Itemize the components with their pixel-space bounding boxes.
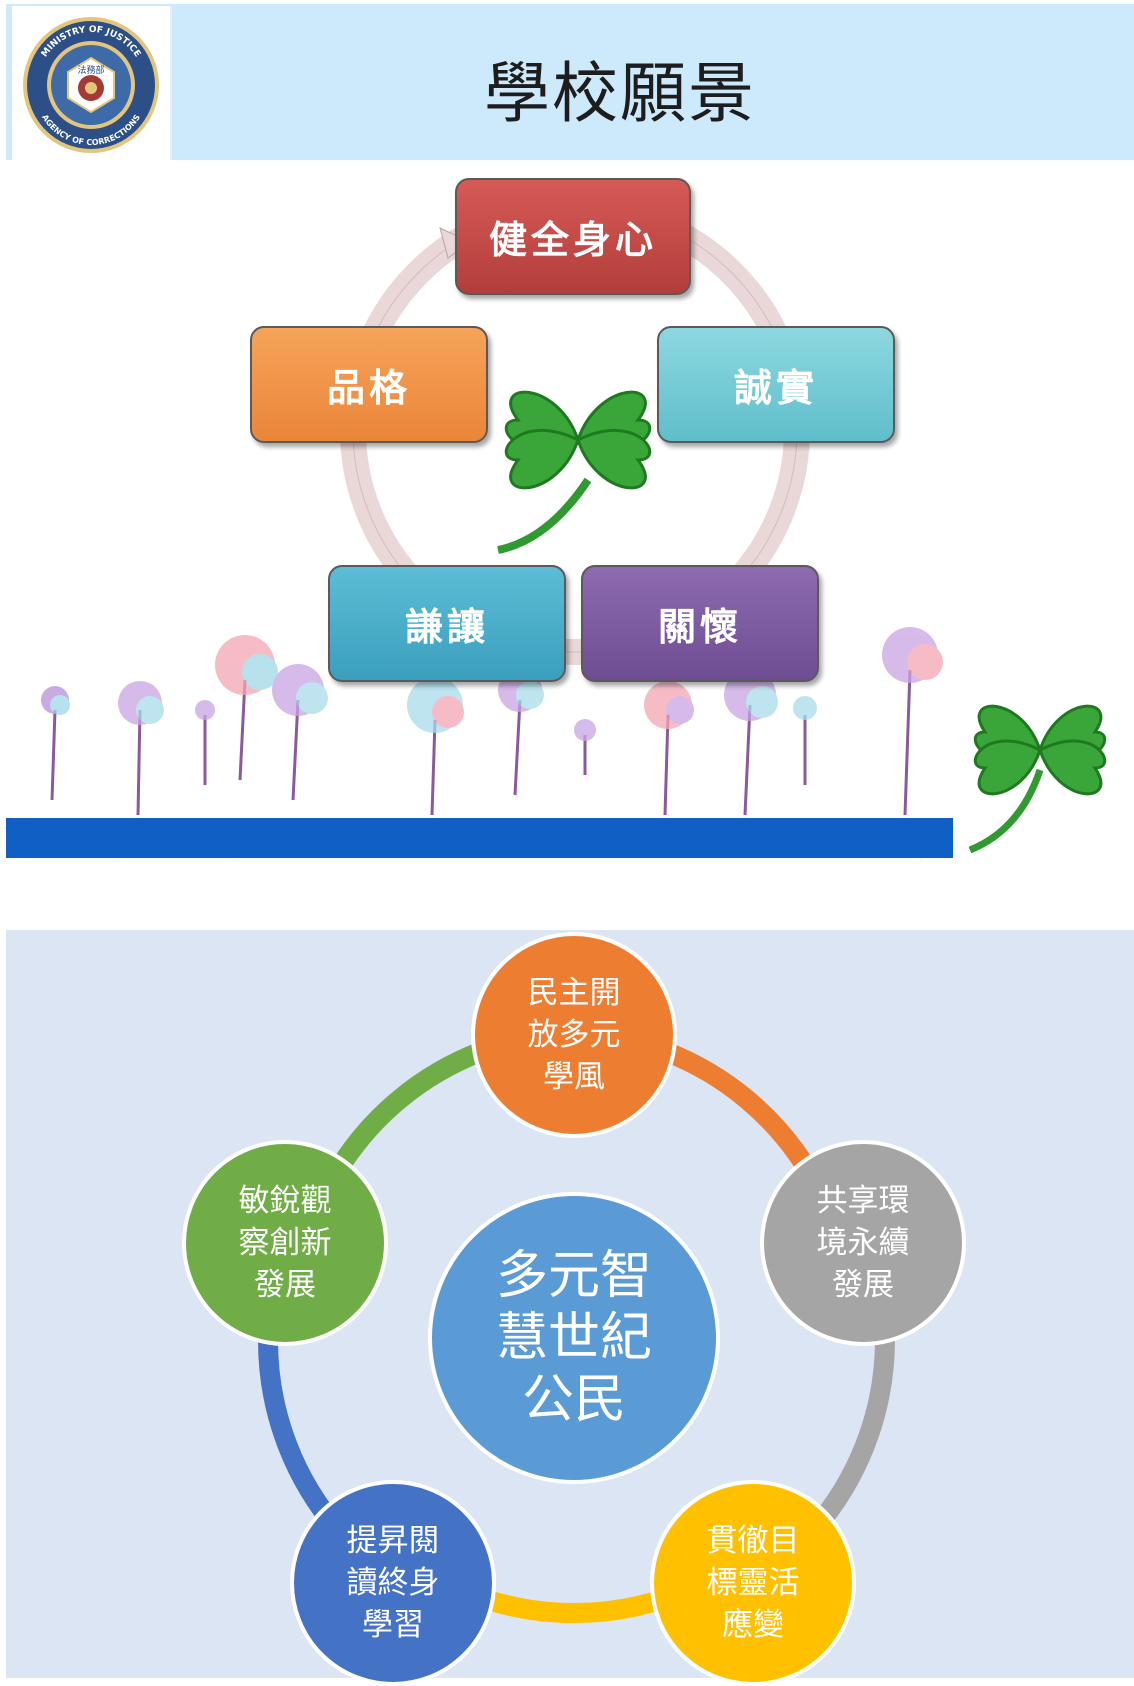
flower-row <box>41 627 943 816</box>
blue-divider-band <box>6 818 953 858</box>
cycle-box-care: 關懷 <box>581 565 819 682</box>
cycle-label-honesty: 誠實 <box>733 365 818 410</box>
cycle-label-modesty: 謙讓 <box>404 604 489 649</box>
vision-node-democracy: 民主開 放多元 學風 <box>471 932 677 1138</box>
vision-node-adaptability: 貫徹目 標靈活 應變 <box>650 1480 856 1686</box>
vision-node-lifelong-reading: 提昇閱 讀終身 學習 <box>290 1480 496 1686</box>
cycle-label-care: 關懷 <box>657 604 742 649</box>
cycle-box-character: 品格 <box>250 326 488 443</box>
clover-center <box>497 390 652 554</box>
cycle-box-modesty: 謙讓 <box>328 565 566 682</box>
cycle-box-health: 健全身心 <box>455 178 691 295</box>
logo-seal-text: 法務部 <box>77 64 104 76</box>
vision-center-node: 多元智 慧世紀 公民 <box>428 1192 720 1484</box>
ring-segment-blue <box>257 1339 338 1527</box>
vision-node-sustainability: 共享環 境永續 發展 <box>760 1140 966 1346</box>
vision-node-lifelong-reading-label: 提昇閱 讀終身 學習 <box>346 1523 440 1643</box>
vision-node-innovation: 敏銳觀 察創新 發展 <box>182 1140 388 1346</box>
vision-node-adaptability-label: 貫徹目 標靈活 應變 <box>706 1523 800 1643</box>
vision-node-sustainability-label: 共享環 境永續 發展 <box>816 1183 910 1303</box>
ring-segment-yellow <box>485 1590 663 1623</box>
header-banner <box>6 4 1134 160</box>
cycle-label-character: 品格 <box>326 365 411 410</box>
page-title: 學校願景 <box>484 55 756 132</box>
cycle-label-health: 健全身心 <box>488 217 657 262</box>
vision-ring <box>257 1042 895 1623</box>
vision-center-label: 多元智 慧世紀 公民 <box>495 1246 652 1430</box>
ring-segment-orange <box>663 1042 817 1176</box>
ring-segment-green <box>329 1042 484 1176</box>
vision-node-innovation-label: 敏銳觀 察創新 發展 <box>238 1183 332 1303</box>
clover-right <box>968 704 1107 854</box>
cycle-box-honesty: 誠實 <box>657 326 895 443</box>
vision-node-democracy-label: 民主開 放多元 學風 <box>527 975 621 1095</box>
logo-container: MINISTRY OF JUSTICE AGENCY OF CORRECTION… <box>12 6 172 160</box>
ring-segment-gray <box>814 1339 895 1527</box>
ministry-of-justice-logo: MINISTRY OF JUSTICE AGENCY OF CORRECTION… <box>23 17 159 153</box>
